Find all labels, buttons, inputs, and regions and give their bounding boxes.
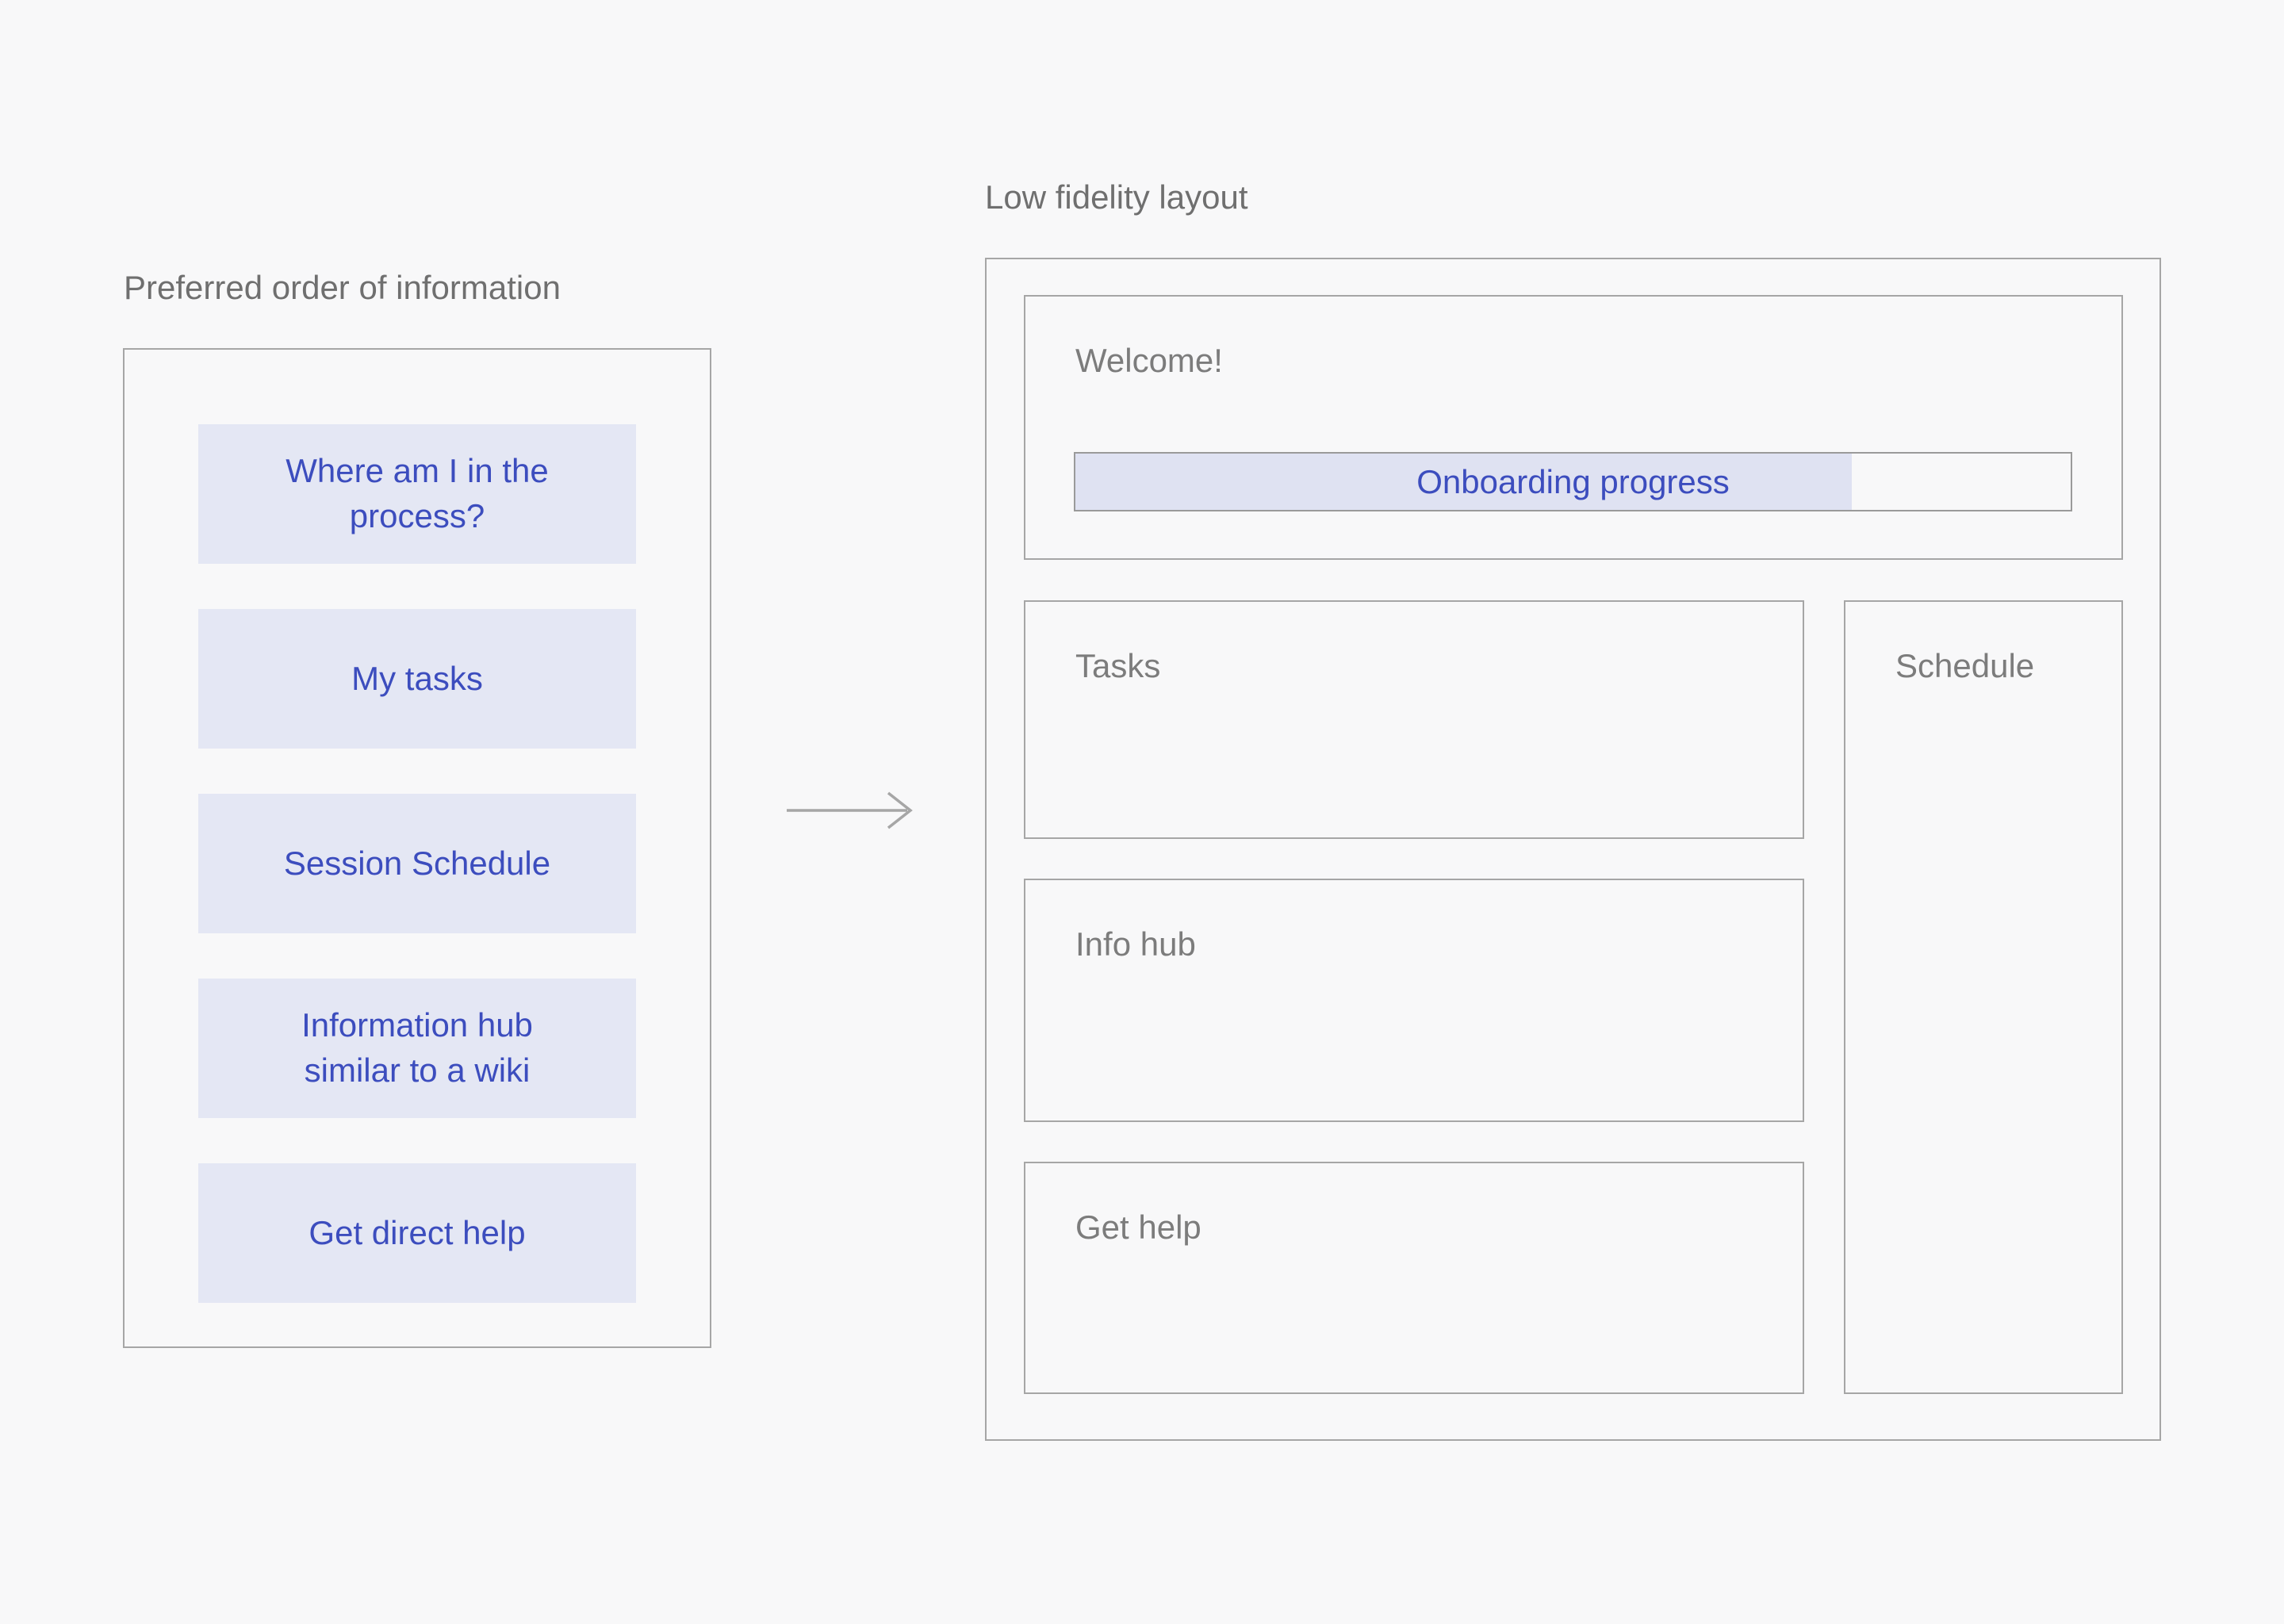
arrow-right-icon [787, 791, 913, 829]
tasks-box: Tasks [1024, 600, 1804, 839]
info-hub-label: Info hub [1075, 925, 1196, 963]
schedule-label: Schedule [1895, 647, 2035, 684]
order-item-1-label: Where am I in the process? [286, 452, 549, 534]
order-item-3: Session Schedule [198, 794, 636, 933]
low-fidelity-layout-box: Welcome! Onboarding progress Tasks Info … [985, 258, 2161, 1441]
info-hub-box: Info hub [1024, 879, 1804, 1122]
order-item-2: My tasks [198, 609, 636, 749]
right-section-title: Low fidelity layout [985, 178, 1248, 216]
schedule-box: Schedule [1844, 600, 2123, 1394]
order-item-5-label: Get direct help [308, 1213, 526, 1251]
order-item-4: Information hub similar to a wiki [198, 979, 636, 1118]
order-item-2-label: My tasks [351, 659, 483, 697]
welcome-label: Welcome! [1075, 342, 1223, 379]
tasks-label: Tasks [1075, 647, 1161, 684]
get-help-label: Get help [1075, 1208, 1201, 1246]
onboarding-progress-fill [1075, 454, 1852, 510]
left-section-title: Preferred order of information [124, 269, 561, 306]
welcome-box: Welcome! Onboarding progress [1024, 295, 2123, 560]
order-item-1: Where am I in the process? [198, 424, 636, 564]
get-help-box: Get help [1024, 1162, 1804, 1394]
onboarding-progress-label: Onboarding progress [1416, 462, 1730, 500]
onboarding-progress-bar: Onboarding progress [1074, 452, 2072, 511]
order-item-5: Get direct help [198, 1163, 636, 1303]
preferred-order-box: Where am I in the process? My tasks Sess… [123, 348, 711, 1348]
order-item-4-label: Information hub similar to a wiki [301, 1006, 533, 1089]
order-item-3-label: Session Schedule [283, 844, 551, 882]
